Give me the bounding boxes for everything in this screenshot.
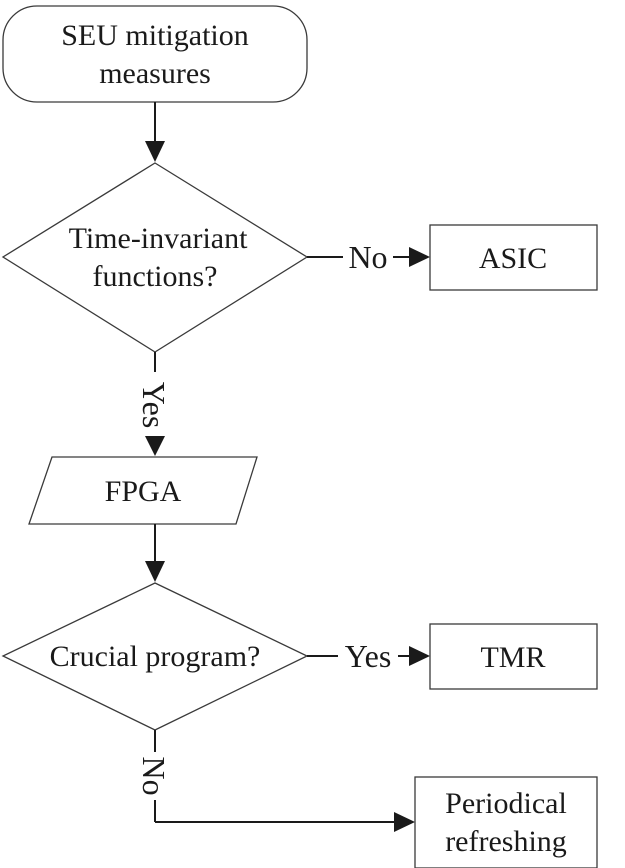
fpga-node: FPGA — [28, 456, 258, 525]
edge-label-yes-2: Yes — [345, 638, 392, 674]
edge-label-yes-1: Yes — [136, 382, 172, 429]
refresh-label-line1: Periodical — [445, 787, 567, 820]
asic-node: ASIC — [429, 224, 598, 291]
decision1-label-line1: Time-invariant — [69, 222, 249, 255]
decision1-label-line2: functions? — [93, 260, 218, 293]
asic-label: ASIC — [479, 242, 547, 275]
decision2-node: Crucial program? — [1, 582, 309, 731]
decision1-node: Time-invariant functions? — [1, 162, 309, 353]
tmr-label: TMR — [480, 641, 545, 674]
edge-decision2-no: No — [136, 730, 415, 832]
fpga-label: FPGA — [105, 475, 182, 508]
edge-decision1-no: No — [307, 239, 430, 275]
start-node: SEU mitigation measures — [2, 5, 308, 103]
fpga-parallelogram — [28, 456, 258, 525]
start-node-label-line1: SEU mitigation — [61, 19, 249, 52]
refresh-node: Periodical refreshing — [414, 776, 598, 868]
asic-box — [429, 224, 598, 291]
decision2-label: Crucial program? — [50, 640, 261, 673]
refresh-box — [414, 776, 598, 868]
arrow-fpga-to-decision2 — [145, 524, 165, 582]
edge-decision1-yes: Yes — [136, 352, 172, 456]
tmr-node: TMR — [429, 623, 598, 690]
edge-label-no-1: No — [348, 239, 387, 275]
arrow-start-to-decision1 — [145, 102, 165, 162]
edge-decision2-yes: Yes — [307, 638, 430, 674]
start-node-label-line2: measures — [99, 57, 211, 90]
tmr-box — [429, 623, 598, 690]
edge-label-no-2: No — [136, 756, 172, 795]
decision1-diamond — [1, 162, 309, 353]
refresh-label-line2: refreshing — [445, 825, 567, 858]
